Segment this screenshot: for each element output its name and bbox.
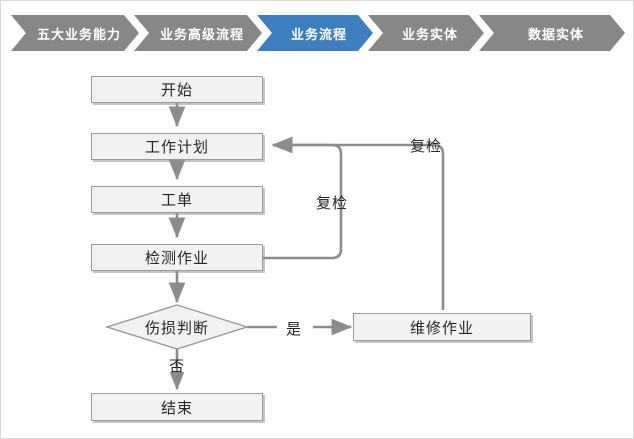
node-start[interactable]: 开始 — [91, 76, 263, 103]
node-end[interactable]: 结束 — [91, 393, 263, 421]
node-repair[interactable]: 维修作业 — [353, 313, 531, 341]
edge-label-recheck-outer: 复检 — [410, 138, 443, 155]
edge-label-no: 否 — [169, 358, 186, 375]
node-workplan[interactable]: 工作计划 — [91, 133, 263, 160]
breadcrumb: 五大业务能力 业务高级流程 业务流程 业务实体 数据实体 — [1, 1, 634, 57]
breadcrumb-item-3-label: 业务流程 — [290, 26, 347, 42]
node-repair-label: 维修作业 — [409, 319, 474, 337]
node-decision[interactable]: 伤损判断 — [107, 313, 247, 341]
breadcrumb-item-2-label: 业务高级流程 — [159, 26, 244, 42]
node-workorder-label: 工单 — [160, 192, 193, 209]
breadcrumb-item-4[interactable]: 业务实体 — [368, 15, 484, 51]
breadcrumb-item-2[interactable]: 业务高级流程 — [134, 15, 262, 51]
node-workorder[interactable]: 工单 — [91, 186, 263, 213]
breadcrumb-item-1-label: 五大业务能力 — [36, 26, 121, 42]
node-end-label: 结束 — [160, 399, 193, 417]
node-inspect[interactable]: 检测作业 — [91, 244, 263, 271]
breadcrumb-item-1[interactable]: 五大业务能力 — [11, 15, 139, 51]
edge-label-recheck-inner: 复检 — [316, 195, 349, 212]
node-workplan-label: 工作计划 — [144, 139, 209, 156]
breadcrumb-item-3-active[interactable]: 业务流程 — [257, 15, 373, 51]
breadcrumb-item-5[interactable]: 数据实体 — [479, 15, 625, 51]
node-start-label: 开始 — [160, 82, 193, 99]
breadcrumb-item-5-label: 数据实体 — [527, 26, 584, 42]
edge-label-yes: 是 — [286, 321, 303, 338]
flowchart-canvas: 开始 工作计划 工单 检测作业 维修作业 结束 伤损判断 复检 复检 是 否 — [1, 57, 633, 438]
node-inspect-label: 检测作业 — [144, 250, 209, 267]
breadcrumb-item-4-label: 业务实体 — [401, 26, 458, 42]
node-decision-label: 伤损判断 — [144, 319, 209, 337]
wire-repair-recheck-to-workplan — [271, 136, 445, 310]
